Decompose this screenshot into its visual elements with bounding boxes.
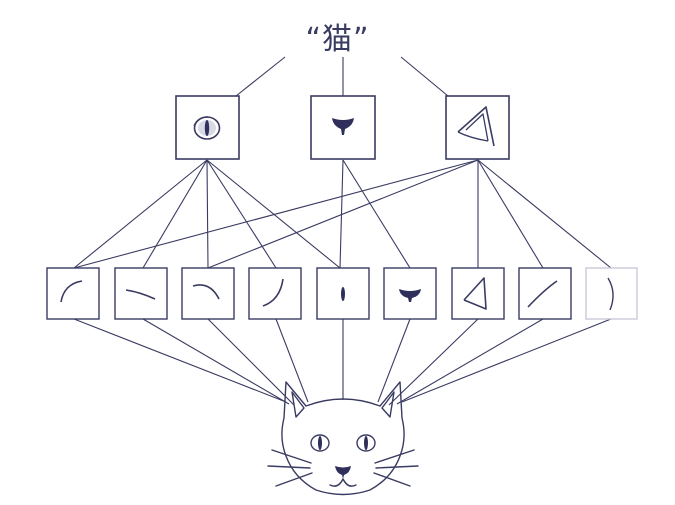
low-feature-4 [248, 267, 302, 320]
top-feature-nose [310, 95, 376, 160]
cat-right-inner-ear [381, 391, 395, 418]
curve-vertical-icon [607, 277, 614, 311]
curve-bottom-left-icon [262, 278, 284, 307]
nose-blob-icon [399, 289, 421, 302]
cat-whiskers-right [373, 449, 419, 487]
ear-icon [457, 106, 495, 147]
top-feature-ear [445, 95, 510, 160]
line-slant-up-icon [527, 280, 558, 308]
cat-mouth [329, 478, 357, 487]
eye-icon [193, 116, 221, 140]
low-feature-7 [451, 267, 505, 320]
edge-title-ear [400, 56, 449, 97]
low-feature-3 [181, 267, 235, 320]
curve-up-left-icon [60, 280, 83, 303]
cat-face-icon [267, 381, 419, 496]
cat-left-eye [310, 434, 330, 452]
nose-icon [332, 118, 354, 135]
line-slant-down-icon [125, 289, 156, 300]
cat-right-eye [356, 434, 376, 452]
label-cat: “猫” [305, 22, 370, 57]
cat-whiskers-left [267, 449, 313, 487]
ear-outline-icon [463, 277, 487, 310]
low-feature-1 [46, 267, 100, 320]
cat-left-inner-ear [291, 391, 305, 418]
low-feature-9 [585, 267, 638, 320]
low-feature-6 [383, 267, 437, 320]
low-feature-2 [114, 267, 168, 320]
curve-arc-icon [192, 284, 220, 300]
low-feature-8 [518, 267, 572, 320]
cat-head-outline [281, 381, 405, 496]
low-feature-5 [316, 267, 370, 320]
connections [73, 56, 612, 406]
edge-title-eye [235, 56, 286, 97]
cat-nose [335, 466, 351, 479]
pupil-slit-icon [341, 287, 345, 301]
top-feature-eye [175, 95, 240, 160]
